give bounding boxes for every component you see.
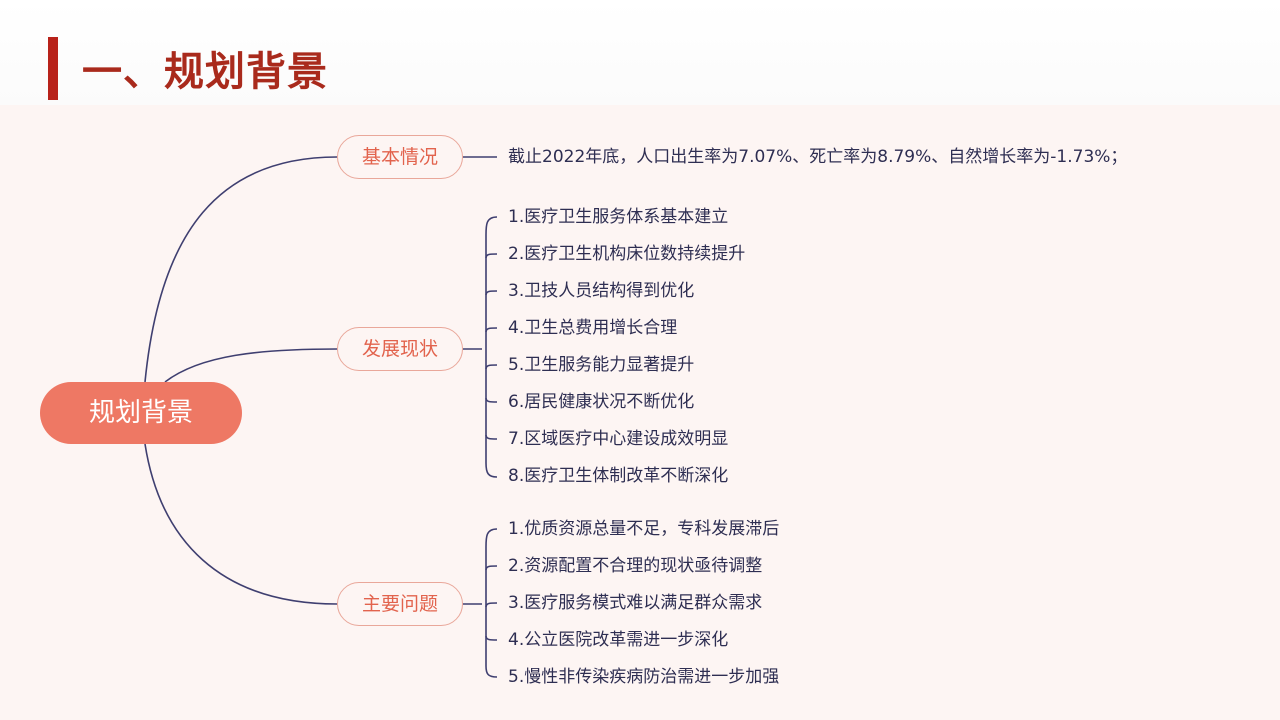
title-accent-bar xyxy=(48,37,58,100)
leaf-status-6: 6.居民健康状况不断优化 xyxy=(508,392,695,412)
branch-development-status: 发展现状 xyxy=(337,327,463,371)
leaf-problem-1: 1.优质资源总量不足，专科发展滞后 xyxy=(508,519,780,539)
leaf-status-3: 3.卫技人员结构得到优化 xyxy=(508,281,695,301)
header: 一、规划背景 xyxy=(0,0,1280,105)
page-title: 一、规划背景 xyxy=(82,49,328,95)
connector-root-status xyxy=(164,348,338,383)
leaf-problem-4: 4.公立医院改革需进一步深化 xyxy=(508,630,729,650)
leaf-problem-2: 2.资源配置不合理的现状亟待调整 xyxy=(508,556,763,576)
connector-root-problems xyxy=(144,443,338,605)
branch-basic-situation: 基本情况 xyxy=(337,135,463,179)
leaf-problem-3: 3.医疗服务模式难以满足群众需求 xyxy=(508,593,763,613)
leaf-status-7: 7.区域医疗中心建设成效明显 xyxy=(508,429,729,449)
leaf-basic-1: 截止2022年底，人口出生率为7.07%、死亡率为8.79%、自然增长率为-1.… xyxy=(508,147,1128,167)
connector-status-bracket xyxy=(485,216,498,478)
leaf-problem-5: 5.慢性非传染疾病防治需进一步加强 xyxy=(508,667,780,687)
connector-root-basic xyxy=(144,156,338,383)
leaf-status-4: 4.卫生总费用增长合理 xyxy=(508,318,678,338)
leaf-status-8: 8.医疗卫生体制改革不断深化 xyxy=(508,466,729,486)
leaf-status-5: 5.卫生服务能力显著提升 xyxy=(508,355,695,375)
leaf-status-2: 2.医疗卫生机构床位数持续提升 xyxy=(508,244,746,264)
leaf-status-1: 1.医疗卫生服务体系基本建立 xyxy=(508,207,729,227)
mindmap-root-node: 规划背景 xyxy=(40,382,242,444)
branch-main-problems: 主要问题 xyxy=(337,582,463,626)
